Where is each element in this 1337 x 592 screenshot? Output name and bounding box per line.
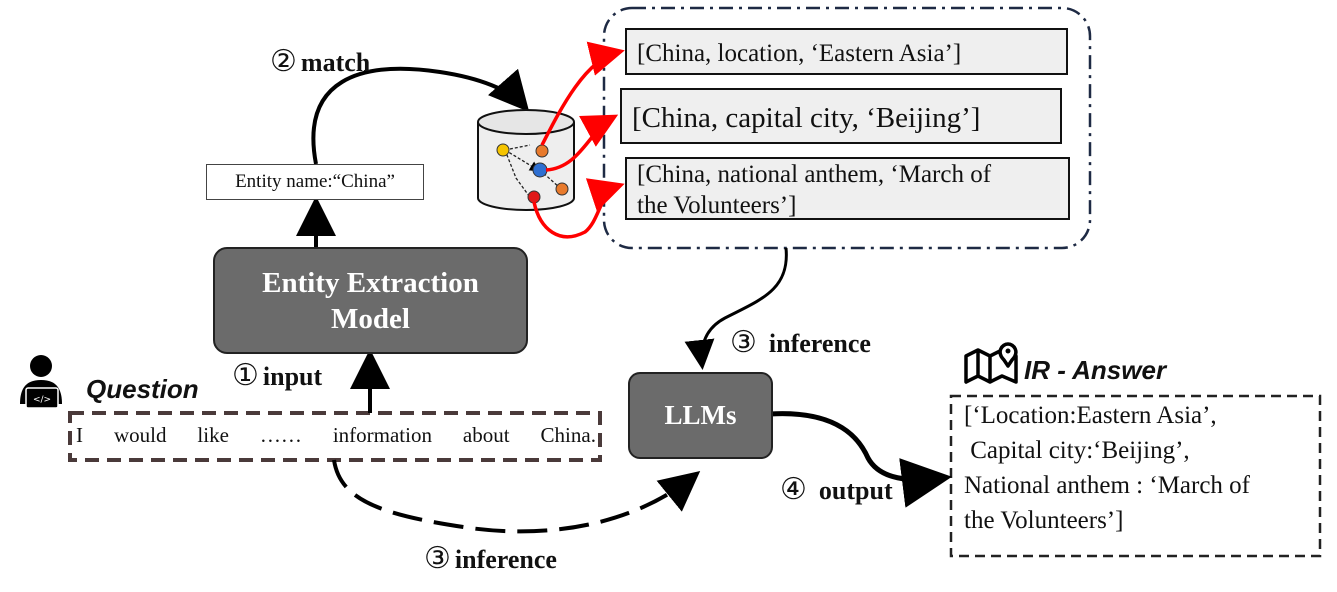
triple-capital: [China, capital city, ‘Beijing’] [620,88,1062,144]
model-title-line2: Model [331,302,410,335]
answer-line: [‘Location:Eastern Asia’, [964,402,1217,429]
step-inference-top-label: inference [768,329,871,358]
question-word: I [76,423,83,447]
step-output-label: output [818,476,893,505]
match-arrow [311,66,530,165]
step-input: ① input [232,358,322,393]
llm-label: LLMs [664,400,737,430]
step-match-number: ② [270,44,297,79]
svg-text:</>: </> [33,395,51,405]
answer-line: the Volunteers’] [964,507,1124,534]
triple-location-text: [China, location, ‘Eastern Asia’] [637,40,962,67]
llm-box: LLMs [628,372,773,459]
step-match-label: match [300,48,371,77]
answer-line: Capital city:‘Beijing’, [964,437,1190,464]
question-word: information [332,423,432,447]
question-text: I would like …… information about China. [76,423,596,448]
inference-top-arrow [684,247,788,370]
step-inference-top-number: ③ [730,325,757,360]
ir-answer-label: IR - Answer [1024,355,1167,385]
step-output: ④ output [780,472,893,507]
step-inference-bottom-number: ③ [424,541,451,576]
question-word: about [462,423,510,447]
question-word: …… [259,423,302,447]
triple-capital-text: [China, capital city, ‘Beijing’] [632,102,981,134]
entity-name-box: Entity name:“China” [206,164,424,200]
answer-line: National anthem : ‘March of [964,472,1251,499]
step-inference-bottom: ③ inference [424,541,557,576]
output-arrow [769,411,952,508]
question-word: like [197,423,229,447]
person-laptop-icon: </> [20,355,62,409]
step-match: ② match [270,44,370,79]
knowledge-graph-database-icon [477,109,575,211]
question-label: Question [86,374,199,404]
step-inference-top: ③ inference [730,325,871,360]
entity-extraction-model-box: Entity Extraction Model [213,247,528,354]
model-title-line1: Entity Extraction [262,266,479,299]
answer-text: [‘Location:Eastern Asia’, Capital city:‘… [964,398,1324,538]
red-arrow-anthem [532,178,625,239]
triple-anthem-line2: the Volunteers’] [637,192,797,219]
triple-anthem-line1: [China, national anthem, ‘March of [637,161,992,188]
step-input-number: ① [232,358,259,393]
step-inference-bottom-label: inference [454,545,557,574]
inference-bottom-arrow [332,459,701,534]
triple-anthem: [China, national anthem, ‘March of the V… [625,157,1070,220]
triple-location: [China, location, ‘Eastern Asia’] [625,28,1068,75]
question-word: would [113,423,167,447]
red-arrow-location [540,41,625,146]
entity-name-text: Entity name:“China” [235,171,395,192]
map-pin-icon [964,342,1018,384]
red-arrow-capital [545,114,619,172]
step-output-number: ④ [780,472,807,507]
question-word: China. [540,423,596,447]
step-input-label: input [262,362,323,391]
